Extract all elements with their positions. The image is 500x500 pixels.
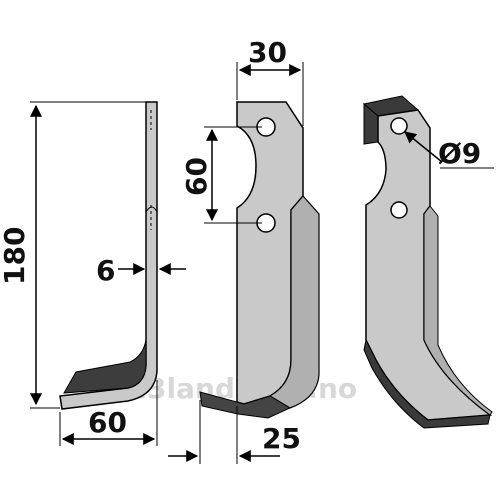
side-view-cutting-edge xyxy=(63,339,147,394)
side-view: 180 6 60 xyxy=(0,101,186,446)
hole-diameter-leader xyxy=(404,131,443,163)
hole-diameter-label: Ø9 xyxy=(438,137,481,170)
length-dimension-label: 60 xyxy=(88,406,127,439)
iso-view: Ø9 xyxy=(362,95,494,429)
height-dimension-label: 180 xyxy=(0,227,31,285)
front-view: 30 60 25 xyxy=(168,36,320,464)
iso-view-cutting-edge xyxy=(363,338,491,429)
width-dimension-label: 30 xyxy=(248,36,287,69)
iso-view-bottom-hole xyxy=(390,201,408,219)
front-view-tip xyxy=(199,391,292,419)
hole-spacing-dimension-label: 60 xyxy=(180,157,213,196)
offset-dimension-label: 25 xyxy=(262,422,301,455)
iso-view-top-hole xyxy=(390,117,408,135)
thickness-dimension-label: 6 xyxy=(96,254,115,287)
